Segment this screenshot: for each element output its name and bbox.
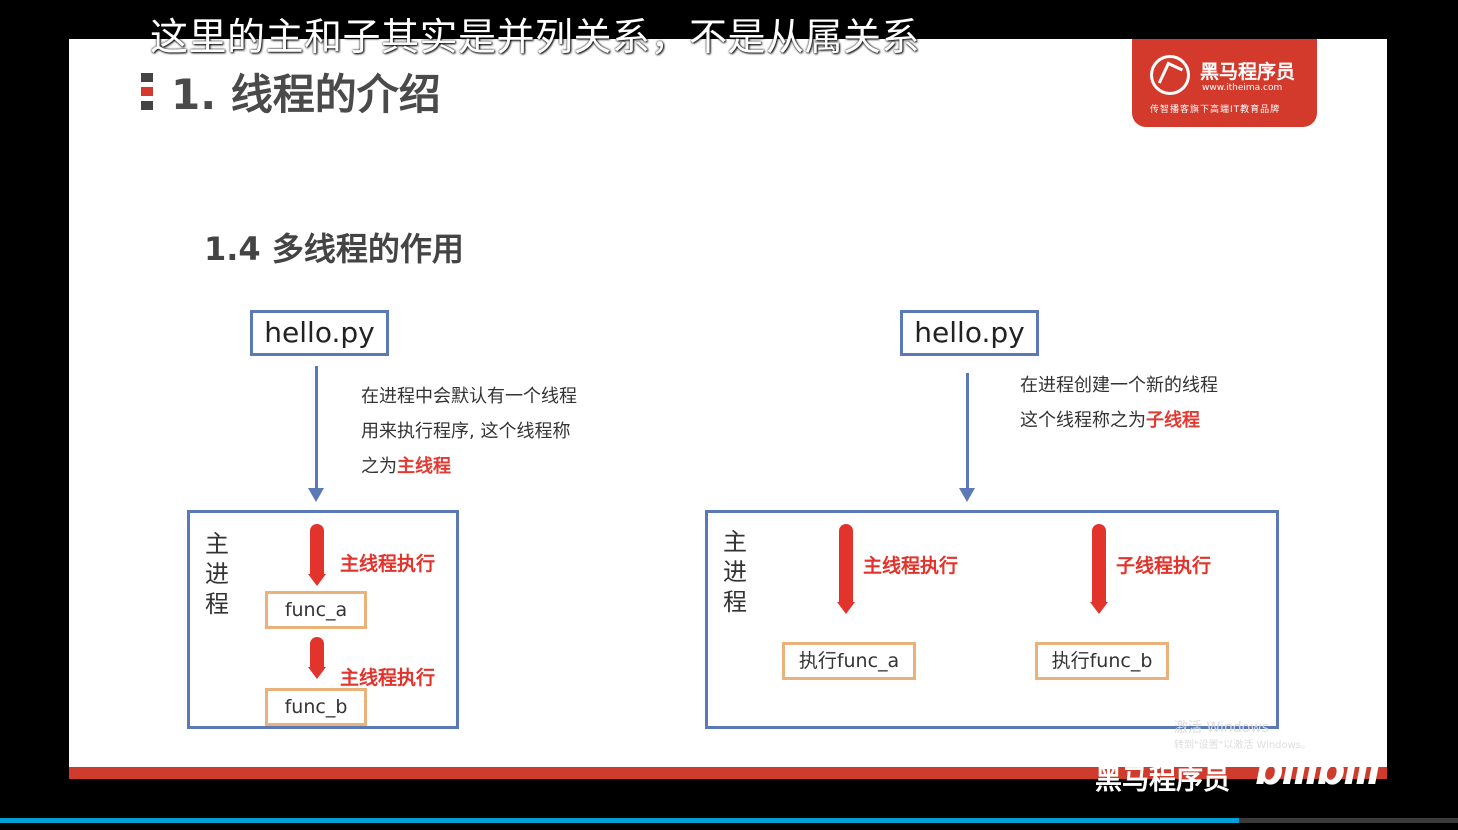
left-exec-label-2: 主线程执行 xyxy=(340,667,436,689)
right-exec-label-main: 主线程执行 xyxy=(863,555,959,577)
exec-func-a-box: 执行func_a xyxy=(782,642,916,680)
itheima-logo: 黑马程序员 www.itheima.com 传智播客旗下高端IT教育品牌 xyxy=(1132,39,1317,127)
windows-activation-watermark: 激活 Windows 转到"设置"以激活 Windows。 xyxy=(1174,720,1312,751)
title-marker xyxy=(141,73,153,115)
right-process-label: 主 进 程 xyxy=(723,528,747,616)
right-sub-arrow xyxy=(1090,524,1108,614)
exec-func-b-box: 执行func_b xyxy=(1035,642,1169,680)
section-title: 1.4 多线程的作用 xyxy=(204,230,464,268)
func-a-box: func_a xyxy=(265,591,367,629)
right-exec-label-sub: 子线程执行 xyxy=(1116,555,1212,577)
right-file-box: hello.py xyxy=(900,310,1039,356)
slide-footer-bar xyxy=(69,767,1387,779)
slide-title: 1. 线程的介绍 xyxy=(171,70,441,119)
bilibili-logo-icon: bilibili xyxy=(1255,748,1381,794)
left-note: 在进程中会默认有一个线程 用来执行程序, 这个线程称 之为主线程 xyxy=(361,379,577,484)
logo-name: 黑马程序员 xyxy=(1200,61,1296,83)
left-main-arrow-1 xyxy=(308,524,326,586)
func-b-box: func_b xyxy=(265,688,367,726)
right-note: 在进程创建一个新的线程 这个线程称之为子线程 xyxy=(1020,368,1218,438)
brand-watermark: 黑马程序员 xyxy=(1095,765,1230,796)
left-exec-label-1: 主线程执行 xyxy=(340,553,436,575)
left-process-box: 主 进 程 主线程执行 func_a 主线程执行 func_b xyxy=(187,510,459,729)
video-progress-fill xyxy=(0,818,1240,823)
slide: 1. 线程的介绍 黑马程序员 www.itheima.com 传智播客旗下高端I… xyxy=(69,39,1387,779)
left-note-line-1: 在进程中会默认有一个线程 xyxy=(361,386,577,407)
left-note-line-3: 之为主线程 xyxy=(361,456,451,477)
right-process-box: 主 进 程 主线程执行 执行func_a 子线程执行 执行func_b xyxy=(705,510,1279,729)
logo-url: www.itheima.com xyxy=(1202,83,1283,93)
right-note-line-1: 在进程创建一个新的线程 xyxy=(1020,375,1218,396)
right-note-line-2: 这个线程称之为子线程 xyxy=(1020,410,1200,431)
horse-logo-icon xyxy=(1150,55,1190,95)
right-main-arrow xyxy=(837,524,855,614)
left-main-arrow-2 xyxy=(308,637,326,679)
left-down-arrow xyxy=(308,366,324,502)
left-file-box: hello.py xyxy=(250,310,389,356)
sub-thread-highlight: 子线程 xyxy=(1146,410,1200,431)
left-note-line-2: 用来执行程序, 这个线程称 xyxy=(361,421,571,442)
right-down-arrow xyxy=(959,373,975,502)
left-process-label: 主 进 程 xyxy=(205,530,229,618)
video-progress-bar[interactable] xyxy=(0,818,1458,823)
video-subtitle: 这里的主和子其实是并列关系，不是从属关系 xyxy=(150,15,921,59)
logo-tagline: 传智播客旗下高端IT教育品牌 xyxy=(1150,105,1281,115)
main-thread-highlight: 主线程 xyxy=(397,456,451,477)
